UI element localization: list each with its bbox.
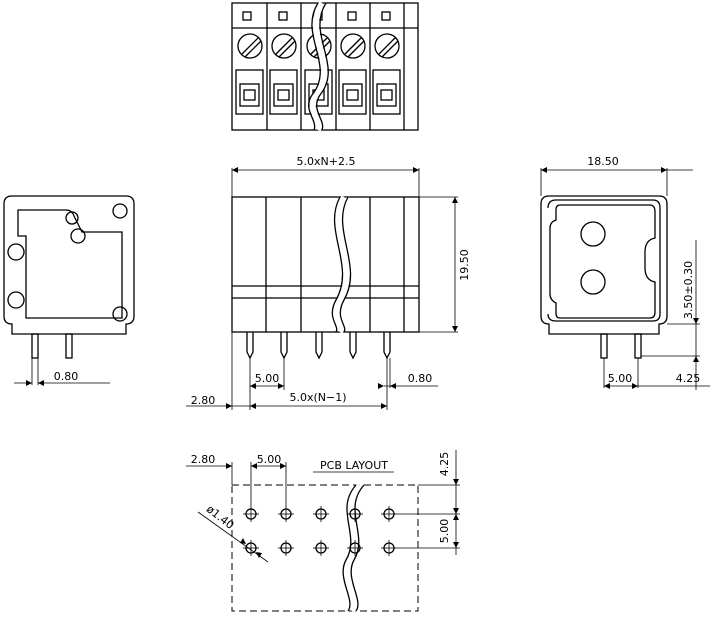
dim-side-depth: 18.50	[587, 155, 619, 168]
dim-front-offset: 2.80	[191, 394, 216, 407]
screw-icon	[271, 33, 297, 59]
dim-front-pin: 0.80	[408, 372, 433, 385]
dim-height: 19.50	[458, 249, 471, 281]
screw-icon	[340, 33, 366, 59]
dim-pcb-offset: 2.80	[191, 453, 216, 466]
front-pins	[246, 332, 391, 360]
pcb-layout	[186, 450, 460, 613]
pcb-holes	[243, 506, 397, 556]
dim-front-pitch: 5.00	[255, 372, 280, 385]
left-side-view	[3, 195, 135, 386]
dim-side-pin-offset: 4.25	[676, 372, 701, 385]
dim-front-width: 5.0xN+2.5	[297, 155, 356, 168]
dim-pcb-row-pitch: 5.00	[438, 519, 451, 544]
dim-front-pitch-total: 5.0x(N−1)	[289, 391, 346, 404]
pcb-layout-title: PCB LAYOUT	[320, 459, 388, 472]
front-view	[186, 167, 458, 410]
top-view	[231, 1, 419, 132]
dim-pcb-pitch: 5.00	[257, 453, 282, 466]
right-side-view	[540, 167, 710, 390]
dim-left-pin: 0.80	[54, 370, 79, 383]
screw-icon	[237, 33, 263, 59]
dim-side-vertical: 3.50±0.30	[682, 261, 695, 319]
dim-pcb-row-offset: 4.25	[438, 452, 451, 477]
dim-side-pin-pitch: 5.00	[608, 372, 633, 385]
screw-icon	[374, 33, 400, 59]
